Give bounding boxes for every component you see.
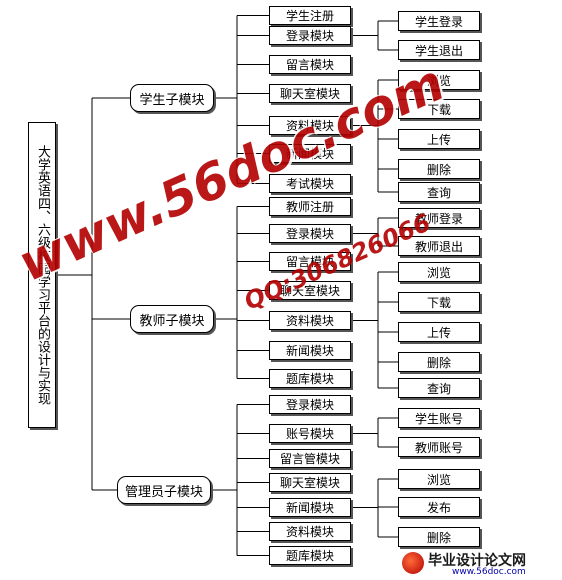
module-1-item-1-child-1: 教师退出 [398, 236, 480, 256]
module-1-item-3: 聊天室模块 [269, 281, 351, 300]
module-0-item-0: 学生注册 [269, 6, 351, 25]
module-1-item-1: 登录模块 [269, 224, 351, 243]
module-1-item-4-child-1: 下载 [398, 292, 480, 312]
module-0-item-4-child-2: 上传 [398, 129, 480, 149]
module-1-item-5: 新闻模块 [269, 341, 351, 360]
module-2-item-5: 资料模块 [269, 522, 351, 541]
module-2-node: 管理员子模块 [117, 476, 211, 504]
module-0-item-2: 留言模块 [269, 55, 351, 74]
footer-logo[interactable]: 毕业设计论文网 www.56doc.com [398, 548, 562, 580]
module-1-node: 教师子模块 [130, 305, 214, 333]
module-2-item-1-child-0: 学生账号 [398, 408, 480, 428]
module-0-item-6: 考试模块 [269, 174, 351, 193]
module-0-node: 学生子模块 [130, 84, 214, 112]
module-2-item-6: 题库模块 [269, 546, 351, 565]
footer-url: www.56doc.com [452, 567, 526, 577]
root-node: 大学英语四、六级校园学习平台的设计与实现 [28, 122, 56, 428]
module-2-item-4-child-0: 浏览 [398, 469, 480, 489]
module-2-item-0: 登录模块 [269, 395, 351, 414]
module-1-item-0: 教师注册 [269, 197, 351, 216]
module-1-item-4-child-0: 浏览 [398, 262, 480, 282]
module-0-item-4: 资料模块 [269, 116, 351, 135]
module-2-item-4-child-1: 发布 [398, 497, 480, 517]
module-1-item-4-child-3: 删除 [398, 352, 480, 372]
module-2-item-4-child-2: 删除 [398, 527, 480, 547]
module-1-item-4-child-2: 上传 [398, 322, 480, 342]
module-1-item-2: 留言模块 [269, 252, 351, 271]
module-1-item-4: 资料模块 [269, 311, 351, 330]
module-0-item-5: 新闻模块 [269, 144, 351, 163]
logo-icon [402, 552, 424, 574]
module-1-item-6: 题库模块 [269, 369, 351, 388]
module-0-item-1: 登录模块 [269, 26, 351, 45]
module-2-item-2: 留言管模块 [269, 449, 351, 468]
module-0-item-4-child-1: 下载 [398, 99, 480, 119]
module-0-item-4-child-3: 删除 [398, 159, 480, 179]
footer-title: 毕业设计论文网 [428, 553, 526, 569]
module-0-item-1-child-0: 学生登录 [398, 11, 480, 31]
module-0-item-1-child-1: 学生退出 [398, 40, 480, 60]
module-0-item-4-child-0: 浏览 [398, 70, 480, 90]
module-2-item-3: 聊天室模块 [269, 473, 351, 492]
module-0-item-4-child-4: 查询 [398, 182, 480, 202]
module-2-item-1: 账号模块 [269, 424, 351, 443]
module-1-item-1-child-0: 教师登录 [398, 208, 480, 228]
module-2-item-4: 新闻模块 [269, 498, 351, 517]
module-0-item-3: 聊天室模块 [269, 84, 351, 103]
module-2-item-1-child-1: 教师账号 [398, 437, 480, 457]
module-1-item-4-child-4: 查询 [398, 378, 480, 398]
